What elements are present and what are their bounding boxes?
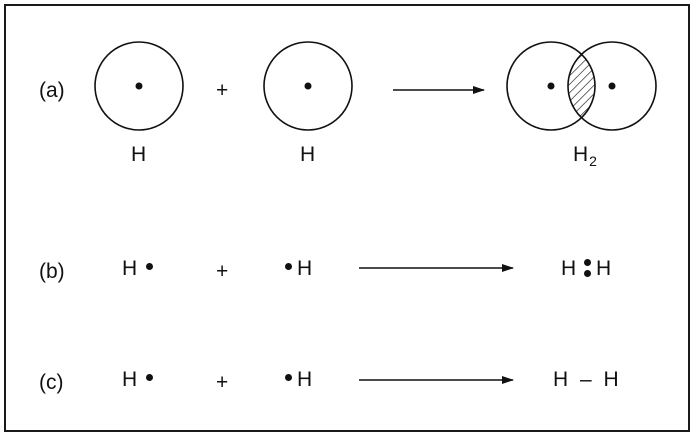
electron-dot [608, 82, 616, 90]
hydrogen-orbital-2 [263, 41, 353, 131]
electron-dot [146, 374, 153, 381]
atom-h-right-b: H [297, 257, 313, 280]
molecule-symbol: H [573, 143, 589, 166]
row-label-a: (a) [39, 79, 65, 102]
electron-dot [285, 374, 292, 381]
electron-dot [146, 263, 153, 270]
bond-line-formula: H – H [553, 368, 619, 391]
atom-h-right-c: H [297, 368, 313, 391]
shared-electron-dot [584, 259, 591, 266]
lewis-h-left: H [561, 257, 577, 280]
shared-electron-dot [584, 270, 591, 277]
row-label-b: (b) [39, 260, 65, 283]
lewis-h-right: H [596, 257, 612, 280]
electron-dot [304, 82, 312, 90]
electron-dot [135, 82, 143, 90]
electron-dot [547, 82, 555, 90]
hydrogen-orbital-1 [94, 41, 184, 131]
electron-dot [285, 263, 292, 270]
atom-label-h2: H [300, 143, 316, 166]
row-label-c: (c) [39, 371, 64, 394]
plus-sign-b: + [216, 260, 229, 283]
h2-orbital-right [567, 41, 657, 131]
atom-h-left-c: H [122, 368, 138, 391]
plus-sign-c: + [216, 371, 229, 394]
molecule-subscript: 2 [589, 153, 597, 169]
atom-h-left-b: H [122, 257, 138, 280]
atom-label-h1: H [131, 143, 147, 166]
h2-orbital-left [506, 41, 596, 131]
plus-sign-a: + [216, 79, 229, 102]
molecule-label-h2: H2 [573, 143, 597, 168]
